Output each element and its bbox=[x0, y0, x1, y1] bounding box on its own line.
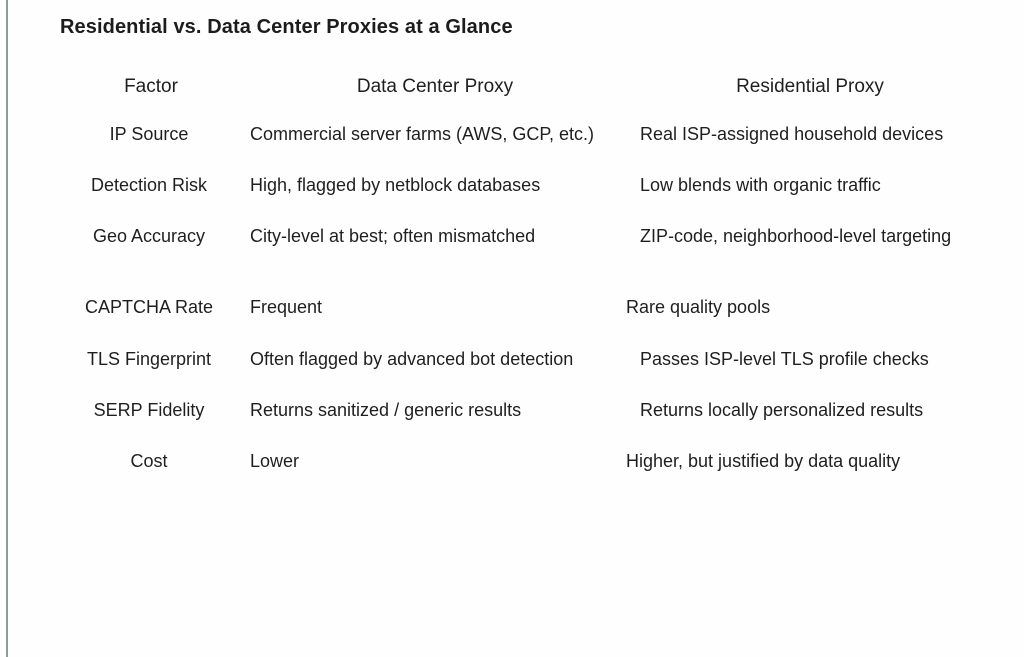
row-residential-value: Low blends with organic traffic bbox=[640, 175, 881, 196]
table-header: Factor Data Center Proxy Residential Pro… bbox=[58, 70, 978, 120]
row-data-center-value: Returns sanitized / generic results bbox=[250, 399, 522, 420]
column-header-data-center-proxy: Data Center Proxy bbox=[356, 76, 514, 97]
row-data-center-value: Lower bbox=[250, 450, 300, 471]
row-factor-label: IP Source bbox=[109, 124, 189, 144]
row-residential-value: Returns locally personalized results bbox=[640, 399, 924, 420]
row-factor-label: TLS Fingerprint bbox=[86, 348, 212, 369]
page-title: Residential vs. Data Center Proxies at a… bbox=[60, 16, 513, 38]
row-factor-label: Cost bbox=[130, 450, 168, 471]
table-row: TLS Fingerprint Often flagged by advance… bbox=[58, 345, 978, 396]
table-row: Cost Lower Higher, but justified by data… bbox=[58, 447, 978, 498]
comparison-table: Factor Data Center Proxy Residential Pro… bbox=[58, 70, 978, 498]
table-row: CAPTCHA Rate Frequent Rare quality pools bbox=[58, 273, 978, 344]
row-factor-label: SERP Fidelity bbox=[93, 399, 205, 420]
row-data-center-value: Frequent bbox=[250, 297, 323, 318]
row-data-center-value: Often flagged by advanced bot detection bbox=[250, 348, 574, 369]
column-header-residential-proxy: Residential Proxy bbox=[736, 76, 884, 97]
table-header-row: Factor Data Center Proxy Residential Pro… bbox=[58, 70, 978, 120]
row-data-center-value: High, flagged by netblock databases bbox=[250, 175, 541, 196]
table-row: Detection Risk High, flagged by netblock… bbox=[58, 171, 978, 222]
row-factor-label: CAPTCHA Rate bbox=[84, 297, 214, 318]
table-row: Geo Accuracy City-level at best; often m… bbox=[58, 222, 978, 273]
row-residential-value: ZIP-code, neighborhood-level targeting bbox=[640, 226, 952, 247]
table-body: IP Source Commercial server farms (AWS, … bbox=[58, 120, 978, 498]
row-residential-value: Rare quality pools bbox=[626, 297, 771, 318]
row-residential-value: Passes ISP-level TLS profile checks bbox=[640, 348, 929, 369]
row-factor-label: Detection Risk bbox=[90, 175, 208, 196]
row-factor-label: Geo Accuracy bbox=[92, 226, 206, 247]
row-data-center-value: City-level at best; often mismatched bbox=[250, 226, 536, 247]
table-row: IP Source Commercial server farms (AWS, … bbox=[58, 120, 978, 171]
column-header-factor: Factor bbox=[124, 76, 178, 97]
table-row: SERP Fidelity Returns sanitized / generi… bbox=[58, 396, 978, 447]
row-data-center-value: Commercial server farms (AWS, GCP, etc.) bbox=[250, 124, 595, 144]
left-edge-rule bbox=[6, 0, 8, 657]
row-residential-value: Real ISP-assigned household devices bbox=[640, 124, 944, 144]
row-residential-value: Higher, but justified by data quality bbox=[626, 450, 901, 471]
